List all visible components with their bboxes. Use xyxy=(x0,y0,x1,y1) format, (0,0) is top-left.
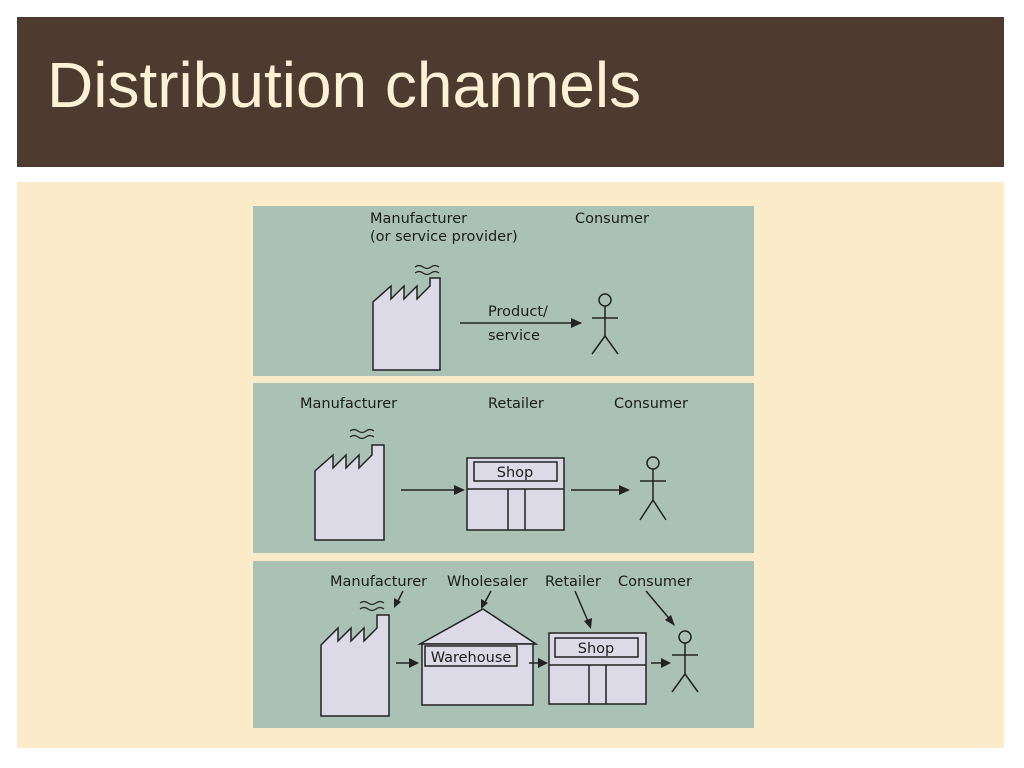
warehouse-icon xyxy=(417,608,539,706)
manufacturer-label: Manufacturer xyxy=(330,574,427,590)
shop-sign: Shop xyxy=(497,465,533,481)
consumer-person-icon xyxy=(639,456,667,521)
diagram-panel-retailer: Manufacturer Retailer Consumer Shop xyxy=(253,383,754,553)
product-service-sublabel: service xyxy=(488,328,540,344)
pointer-arrow-icon xyxy=(481,590,492,609)
manufacturer-label: Manufacturer xyxy=(370,211,467,227)
diagram-panel-direct: Manufacturer (or service provider) Consu… xyxy=(253,206,754,376)
retailer-label: Retailer xyxy=(488,396,544,412)
title-bar: Distribution channels xyxy=(17,17,1004,167)
factory-icon xyxy=(314,428,385,541)
wholesaler-channel-diagram: Manufacturer Wholesaler Retailer Consume… xyxy=(320,574,699,717)
consumer-label: Consumer xyxy=(614,396,688,412)
wholesaler-label: Wholesaler xyxy=(447,574,528,590)
warehouse-sign: Warehouse xyxy=(431,650,512,666)
pointer-arrow-icon xyxy=(574,590,592,629)
factory-icon xyxy=(320,600,390,717)
factory-icon xyxy=(372,264,441,371)
arrow-icon xyxy=(651,658,671,668)
pointer-arrow-icon xyxy=(394,590,404,608)
shop-icon xyxy=(548,632,647,705)
shop-sign: Shop xyxy=(578,641,614,657)
arrow-icon xyxy=(401,485,465,495)
arrow-icon xyxy=(460,318,582,328)
manufacturer-sublabel: (or service provider) xyxy=(370,229,518,245)
retailer-channel-diagram: Manufacturer Retailer Consumer Shop xyxy=(300,396,688,541)
manufacturer-label: Manufacturer xyxy=(300,396,397,412)
consumer-person-icon xyxy=(671,630,699,693)
product-service-label: Product/ xyxy=(488,304,548,320)
consumer-label: Consumer xyxy=(618,574,692,590)
shop-icon xyxy=(466,457,565,531)
arrow-icon xyxy=(529,658,548,668)
arrow-icon xyxy=(396,658,419,668)
consumer-person-icon xyxy=(591,293,619,355)
diagram-panel-wholesaler: Manufacturer Wholesaler Retailer Consume… xyxy=(253,561,754,728)
pointer-arrow-icon xyxy=(645,590,675,626)
consumer-label: Consumer xyxy=(575,211,649,227)
direct-channel-diagram: Manufacturer (or service provider) Consu… xyxy=(370,211,649,371)
retailer-label: Retailer xyxy=(545,574,601,590)
slide-title: Distribution channels xyxy=(47,49,642,121)
arrow-icon xyxy=(571,485,630,495)
